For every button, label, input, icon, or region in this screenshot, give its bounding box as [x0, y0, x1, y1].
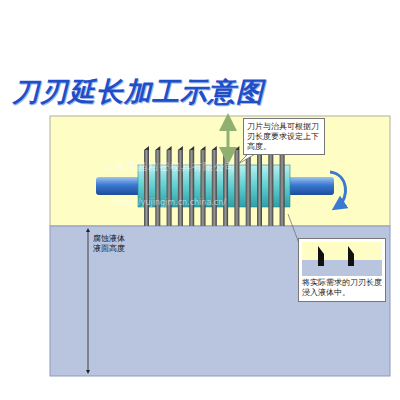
blade-disk	[280, 150, 285, 226]
blade-disk	[246, 150, 251, 226]
callout-text: 刀片与治具可根据刀刃长度要求设定上下高度。	[247, 122, 321, 151]
blade-tip-inset	[302, 242, 382, 276]
blade-tip	[144, 146, 149, 150]
watermark: https://yujingjm.cn.china.cn/	[112, 198, 226, 207]
blade-tip	[234, 146, 239, 150]
callout-box: 刀片与治具可根据刀刃长度要求设定上下高度。	[243, 118, 325, 155]
diagram-title: 刀刃延长加工示意图	[12, 74, 264, 110]
liquid-level-label: 腐蚀液体液面高度	[93, 234, 127, 255]
callout-box: 将实际需求的刀刃长度浸入液体中。	[298, 238, 386, 302]
blade-tip	[178, 146, 183, 150]
watermark: 上海育晶精密模具有限公司	[104, 160, 236, 174]
blade-tip	[155, 146, 160, 150]
blade-disk	[268, 150, 273, 226]
blade-tip	[189, 146, 194, 150]
blade-tip	[201, 146, 206, 150]
blade-tip	[167, 146, 172, 150]
blade-tip	[212, 146, 217, 150]
blade-disk	[257, 150, 262, 226]
callout-text: 将实际需求的刀刃长度浸入液体中。	[302, 278, 382, 298]
